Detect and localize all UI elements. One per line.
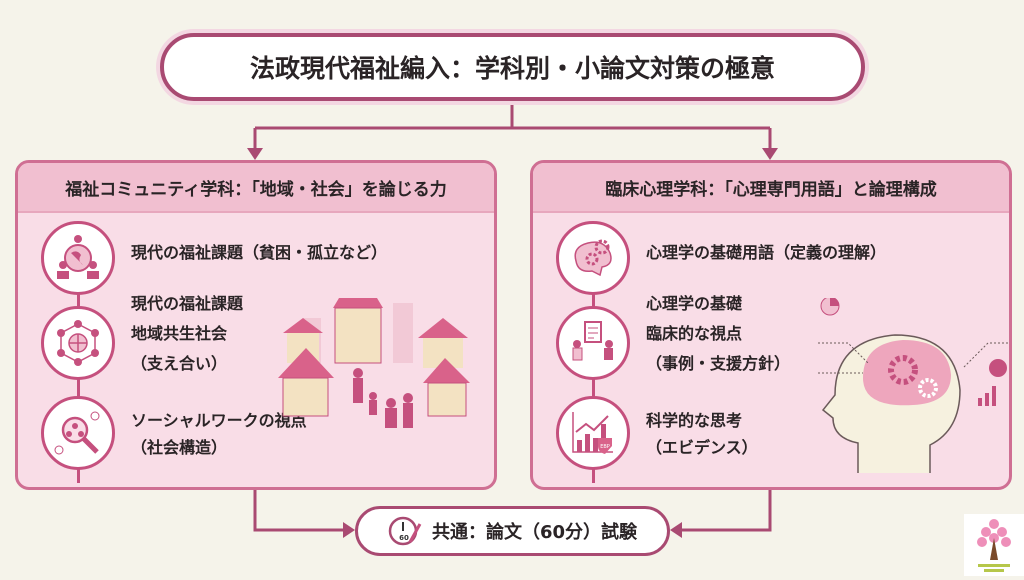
panel-header: 福祉コミュニティ学科：「地域・社会」を論じる力 bbox=[18, 163, 494, 213]
list-item: 心理学の基礎用語（定義の理解） bbox=[646, 243, 887, 262]
brain-gears-icon bbox=[556, 221, 630, 295]
svg-text:60: 60 bbox=[399, 534, 409, 542]
tree-logo bbox=[964, 514, 1024, 576]
magnifier-people-icon bbox=[41, 396, 115, 470]
panel-header: 臨床心理学科：「心理専門用語」と論理構成 bbox=[533, 163, 1009, 213]
list-item: 心理学の基礎臨床的な視点（事例・支援方針） bbox=[646, 294, 791, 373]
panel-clinical-psychology: 臨床心理学科：「心理専門用語」と論理構成 EBP 心理学の基礎用語（定義の理解）… bbox=[530, 160, 1012, 490]
page-title: 法政現代福祉編入：学科別・小論文対策の極意 bbox=[160, 33, 865, 101]
common-exam-label: 共通：論文（60分）試験 bbox=[431, 522, 638, 543]
head-brain-illustration bbox=[818, 298, 1008, 473]
clock-pen-icon: 60 bbox=[388, 516, 422, 546]
common-exam-box: 60 共通：論文（60分）試験 bbox=[355, 506, 670, 556]
counseling-icon bbox=[556, 306, 630, 380]
list-item: ソーシャルワークの視点（社会構造） bbox=[131, 411, 307, 457]
globe-community-icon bbox=[41, 221, 115, 295]
list-item: 現代の福祉課題（貧困・孤立など） bbox=[131, 243, 388, 262]
ebp-badge: EBP bbox=[600, 444, 610, 450]
ebp-chart-icon: EBP bbox=[556, 396, 630, 470]
list-item: 科学的な思考（エビデンス） bbox=[646, 411, 758, 457]
network-globe-icon bbox=[41, 306, 115, 380]
panel-welfare-community: 福祉コミュニティ学科：「地域・社会」を論じる力 現代の福祉課題（貧困・孤立など）… bbox=[15, 160, 497, 490]
list-item: 現代の福祉課題地域共生社会（支え合い） bbox=[131, 294, 244, 373]
town-community-illustration bbox=[278, 298, 470, 428]
